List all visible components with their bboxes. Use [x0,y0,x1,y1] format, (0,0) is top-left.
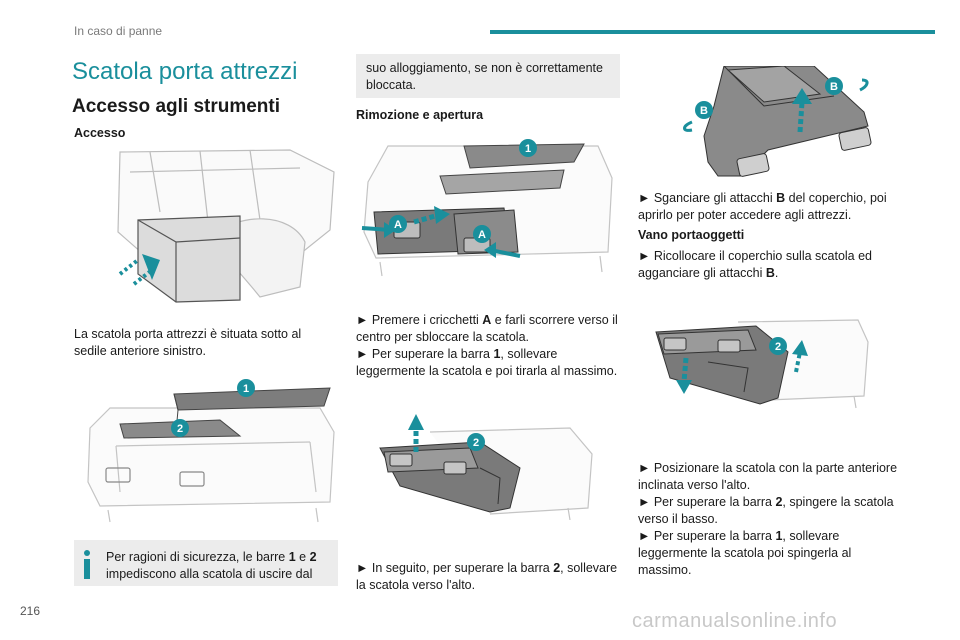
header-accent-bar [490,30,935,34]
subsection-title: Accesso agli strumenti [72,96,281,117]
callout-b-left-icon: B [695,101,713,119]
step-tilt-box: ► Posizionare la scatola con la parte an… [638,461,898,492]
step-bar-2-lift: ► In seguito, per superare la barra 2, s… [356,561,618,592]
arrow-icon [361,206,521,258]
svg-text:B: B [830,81,838,93]
latch-release-illustration: 1 A A [361,139,613,277]
svg-text:2: 2 [473,437,479,449]
callout-2-icon: 2 [769,337,787,355]
lid-clips-illustration: B B [683,66,872,177]
toolbox-bars-illustration: 1 2 [87,379,335,523]
page-number: 216 [20,604,41,618]
seat-illustration [117,149,335,303]
step-bar-1-push: ► Per superare la barra 1, sollevare leg… [638,529,852,577]
safety-info-box-continued: suo alloggiamento, se non è correttament… [356,54,620,98]
arrow-icon [683,78,869,133]
callout-b-right-icon: B [825,77,843,95]
callout-2-icon: 2 [467,433,485,451]
reinstall-box-illustration: 2 [655,319,869,409]
watermark: carmanualsonline.info [632,610,838,632]
section-title: Scatola porta attrezzi [72,58,298,85]
callout-a-right-icon: A [473,225,491,243]
svg-text:A: A [394,219,402,231]
svg-text:2: 2 [177,423,183,435]
removal-heading: Rimozione e apertura [356,108,484,122]
paragraph-location: La scatola porta attrezzi è situata sott… [74,327,302,358]
step-refit-lid: ► Ricollocare il coperchio sulla scatola… [638,249,873,280]
svg-text:2: 2 [775,341,781,353]
step-press-latches: ► Premere i cricchetti A e farli scorrer… [356,313,618,344]
arrow-icon [676,340,808,394]
lift-box-illustration: 2 [379,414,593,520]
access-heading: Accesso [74,126,126,140]
svg-text:A: A [478,229,486,241]
callout-1-icon: 1 [519,139,537,157]
svg-text:1: 1 [525,143,531,155]
callout-a-left-icon: A [389,215,407,233]
svg-text:1: 1 [243,383,249,395]
step-bar-1: ► Per superare la barra 1, sollevare leg… [356,347,618,378]
callout-1-icon: 1 [237,379,255,397]
running-header: In caso di panne [74,24,163,38]
svg-text:B: B [700,105,708,117]
storage-heading: Vano portaoggetti [638,228,745,242]
step-unhook-clips: ► Sganciare gli attacchi B del coperchio… [638,191,887,222]
callout-2-icon: 2 [171,419,189,437]
arrow-icon [118,254,160,286]
step-bar-2-push: ► Per superare la barra 2, spingere la s… [638,495,894,526]
arrow-icon [408,414,424,452]
safety-info-box: Per ragioni di sicurezza, le barre 1 e 2… [74,540,338,586]
info-icon [82,550,92,580]
